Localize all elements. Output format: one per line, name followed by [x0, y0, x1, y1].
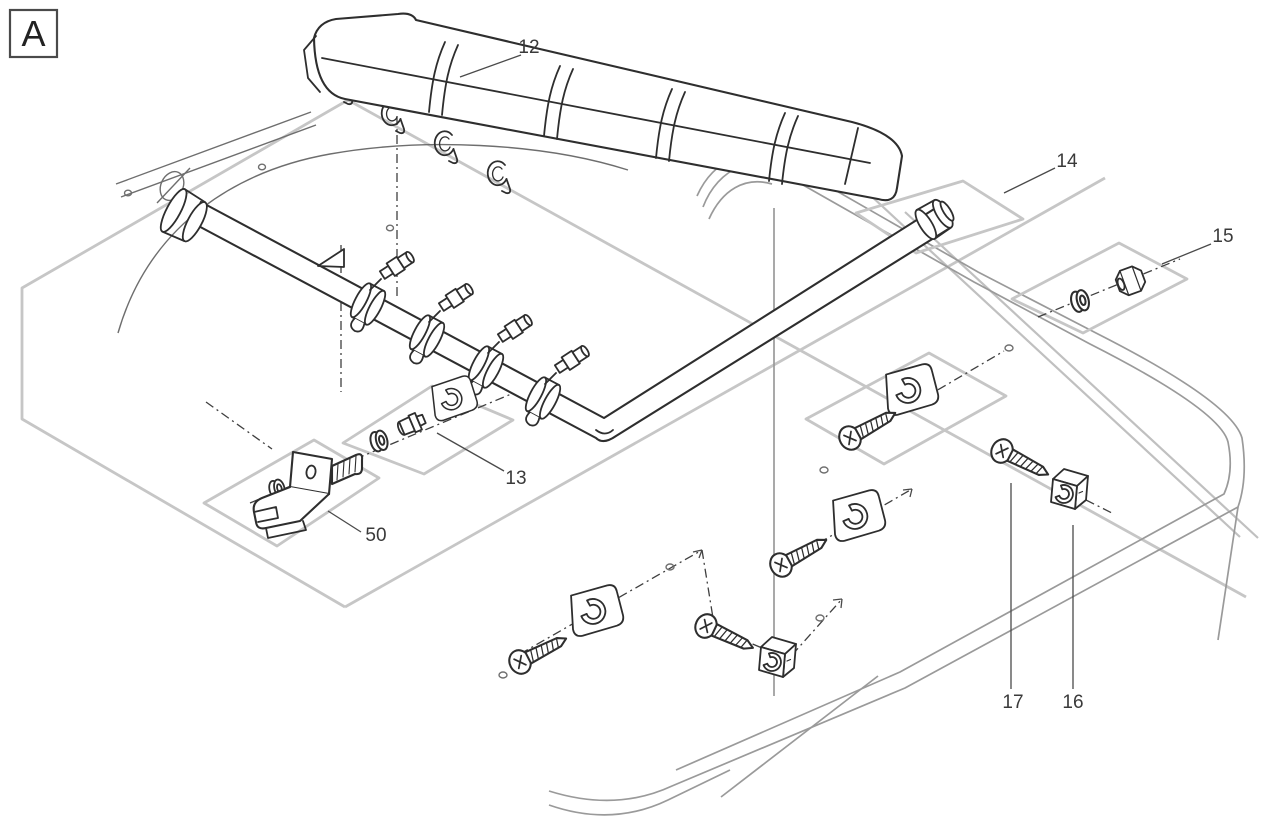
bracket-hole — [305, 464, 317, 480]
pipe-left-socket — [159, 188, 208, 243]
wall-thickness-line-2 — [120, 124, 317, 198]
axis-clip-1 — [519, 549, 703, 655]
tray-rim-outer — [548, 169, 1246, 802]
basin-inner-tray — [548, 152, 1246, 816]
part-label-12: 12 — [518, 37, 539, 58]
nozzle-jet — [487, 311, 536, 354]
callout-13: 13 — [436, 432, 527, 489]
connector — [394, 409, 429, 439]
box-clip-part-16 — [1050, 468, 1089, 510]
tray-corner-arc-3 — [708, 180, 773, 220]
shell-bottom-rim — [344, 176, 1106, 609]
screw-hole-mark-1 — [1004, 344, 1014, 352]
leader-line-14 — [1003, 167, 1056, 194]
view-label-letter: A — [21, 13, 45, 54]
spray-pipe-part-14 — [159, 188, 955, 443]
screw — [504, 626, 573, 679]
pipe-right-socket — [914, 198, 955, 241]
washer — [1067, 287, 1093, 315]
screw-part-17 — [986, 434, 1055, 487]
part-label-13: 13 — [505, 468, 526, 489]
screw — [690, 609, 760, 660]
screw — [765, 528, 834, 582]
leader-line-13 — [436, 432, 505, 472]
axis-to-bracket — [205, 401, 273, 450]
screw-hole-mark-2 — [665, 563, 675, 571]
cover-left-cap — [303, 35, 321, 93]
callouts: 12 14 15 13 50 17 16 — [327, 37, 1234, 713]
diamond-part-13 — [341, 384, 515, 476]
axis-arrow-2 — [692, 549, 703, 559]
pipe-clip — [568, 583, 626, 638]
axis-arrow-3 — [832, 598, 843, 609]
bracket-thread-lines — [336, 455, 357, 481]
bracket-plate — [288, 450, 334, 496]
wall-hole-small-1 — [123, 189, 133, 197]
cover-fin-2 — [543, 65, 574, 140]
wall-hole-slash — [156, 167, 191, 204]
view-label-frame — [8, 8, 59, 59]
cover-right-facet — [844, 127, 859, 185]
tray-bottom-parallel-edge — [548, 769, 731, 816]
callout-14: 14 — [1003, 151, 1078, 194]
shell-top-rim — [347, 98, 1247, 599]
callout-16: 16 — [1062, 525, 1084, 713]
shell-right-edge-b — [904, 211, 1259, 539]
sump-arc — [117, 143, 629, 334]
leader-line-12 — [459, 54, 522, 78]
part-label-15: 15 — [1212, 226, 1233, 247]
fitting-group-part-13 — [367, 373, 480, 454]
wall-hole-small-4 — [498, 671, 508, 679]
pipe-clip — [830, 488, 888, 543]
axis-clip-16 — [1085, 499, 1113, 514]
callout-15: 15 — [1161, 226, 1234, 265]
callout-50: 50 — [327, 510, 387, 546]
pipe-tab — [317, 248, 345, 268]
axis-15 — [1037, 258, 1181, 318]
leader-line-15 — [1161, 243, 1212, 265]
cover-fin-3 — [655, 88, 686, 162]
box-clip — [758, 636, 797, 678]
cover-body — [312, 12, 904, 202]
diamond-part-50 — [202, 438, 381, 548]
part-label-16: 16 — [1062, 692, 1083, 713]
tray-rim-inner — [675, 180, 1232, 771]
callout-12: 12 — [459, 37, 540, 78]
part-label-14: 14 — [1056, 151, 1078, 172]
cover-fin-4 — [768, 112, 799, 185]
cover-fin-1 — [428, 41, 459, 116]
callout-17: 17 — [1002, 483, 1024, 713]
axis-arrow-1 — [902, 488, 913, 498]
nozzle-jet — [544, 342, 593, 385]
cover-part-12 — [303, 12, 904, 202]
washer — [367, 428, 391, 454]
pipe-elbow-line — [595, 429, 614, 435]
part-label-17: 17 — [1002, 692, 1023, 713]
cover-ridge-line — [321, 57, 871, 164]
pipe-body — [189, 200, 954, 443]
nozzle-jet — [428, 280, 477, 323]
screw-hole-mark-3 — [815, 614, 825, 622]
tray-floor-edge — [720, 675, 879, 798]
axis-clip-4b — [791, 598, 843, 656]
bracket-group-part-50 — [252, 450, 364, 539]
axis-chain-link — [701, 549, 714, 619]
wall-hole-small-2 — [257, 163, 267, 171]
bracket-thread-stub — [330, 453, 364, 486]
wall-hole-small-3 — [385, 224, 395, 232]
nozzle-jet — [369, 248, 418, 291]
leader-line-50 — [327, 510, 362, 533]
bracket-foot-detail — [253, 506, 307, 539]
wall-thickness-line-1 — [115, 111, 312, 185]
bracket-foot — [252, 485, 331, 530]
view-label-box: A — [8, 8, 59, 59]
diamond-part-15 — [1010, 241, 1189, 335]
nut — [1112, 263, 1149, 299]
part-label-50: 50 — [365, 525, 386, 546]
tray-corner-vertical — [1217, 506, 1239, 641]
clip-screw-sets — [504, 362, 1089, 679]
wall-hole-small-5 — [819, 466, 829, 474]
